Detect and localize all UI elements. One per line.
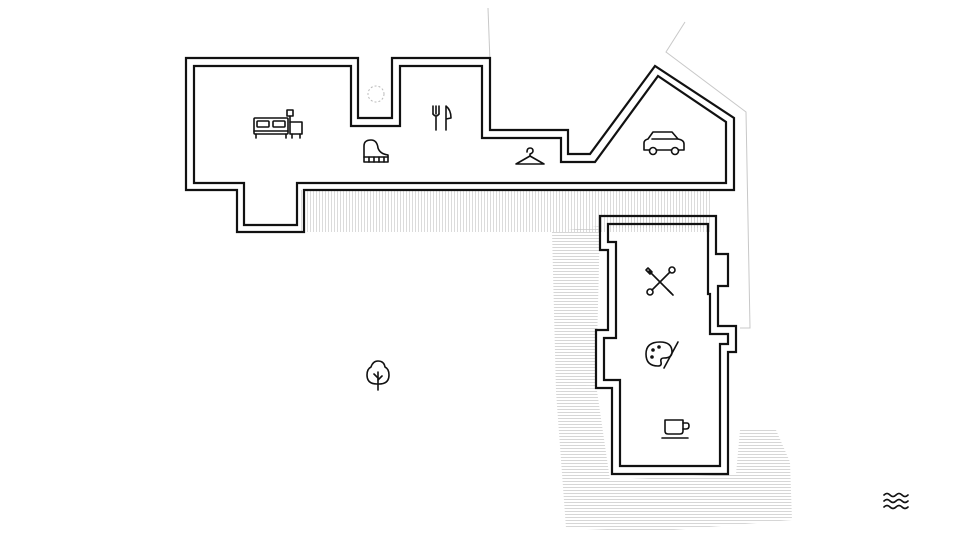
site-boundary: [487, 7, 751, 329]
car-icon: [643, 131, 685, 156]
palette-icon: [645, 341, 679, 369]
hanger-icon: [515, 147, 545, 165]
piano-icon: [363, 139, 389, 163]
fork-knife-icon: [432, 105, 452, 131]
east-wing-eave: [612, 216, 710, 228]
east-wing-roof: [552, 226, 600, 392]
south-roof: [556, 384, 792, 532]
shrub-icon: [367, 85, 385, 103]
water-waves-icon: [883, 492, 909, 510]
roof-hatching: [300, 190, 792, 532]
tree-icon: [366, 360, 390, 391]
north-wing: [184, 56, 736, 234]
east-wing: [594, 214, 738, 476]
bed-icon: [253, 109, 303, 139]
coffee-cup-icon: [661, 419, 690, 439]
tools-icon: [645, 266, 676, 296]
